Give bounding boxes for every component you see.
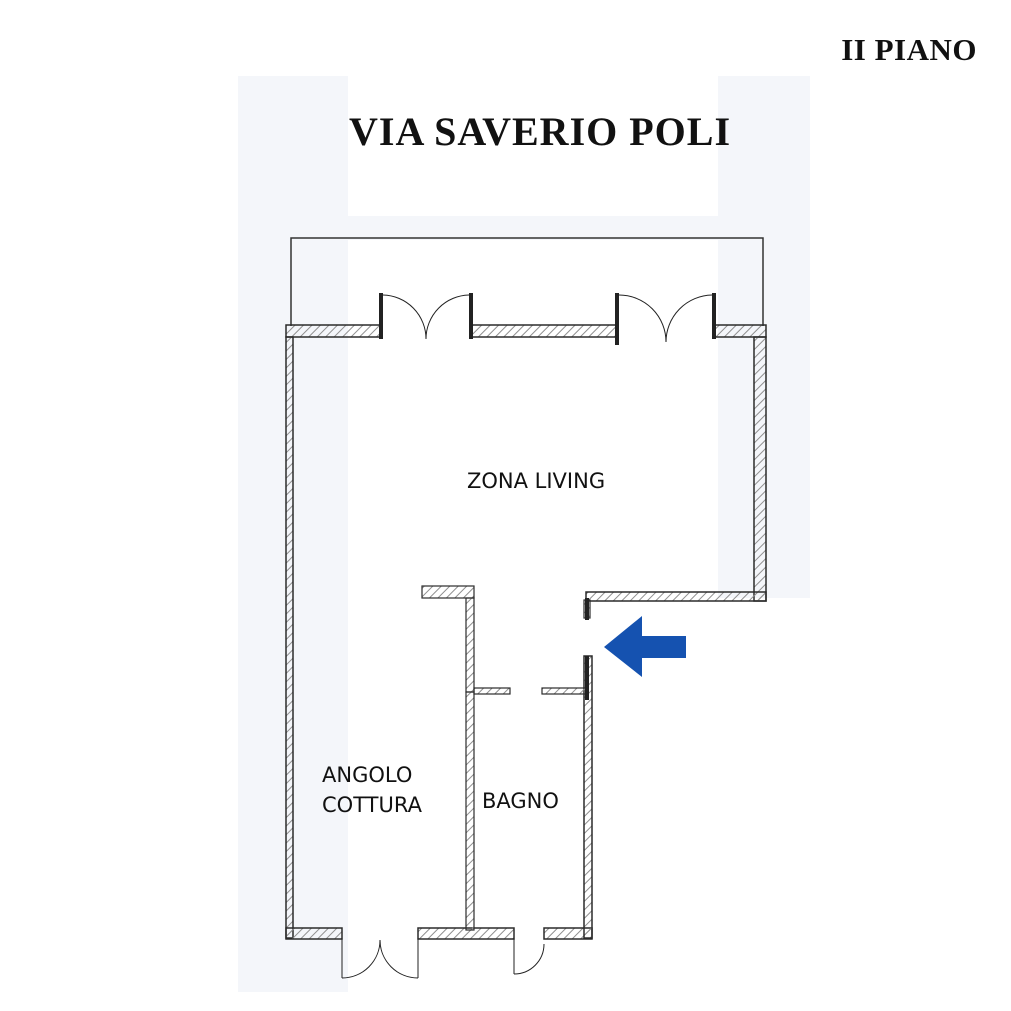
balcony-door-right xyxy=(615,293,716,345)
background-tint xyxy=(238,76,810,992)
room-label-kitchen-line1: ANGOLO xyxy=(322,763,413,787)
room-label-living: ZONA LIVING xyxy=(467,469,606,493)
exterior-walls xyxy=(285,324,767,940)
street-label: VIA SAVERIO POLI xyxy=(349,109,732,154)
balcony-door-left xyxy=(379,293,473,340)
kitchen-door xyxy=(341,938,419,979)
floor-label: II PIANO xyxy=(841,32,977,67)
balcony xyxy=(290,237,764,326)
arrow-left-icon xyxy=(604,616,686,677)
bathroom-door xyxy=(513,938,545,975)
room-label-kitchen: ANGOLO COTTURA xyxy=(322,760,422,820)
room-label-kitchen-line2: COTTURA xyxy=(322,793,422,817)
room-label-bathroom: BAGNO xyxy=(482,789,559,813)
interior-walls xyxy=(421,585,591,931)
